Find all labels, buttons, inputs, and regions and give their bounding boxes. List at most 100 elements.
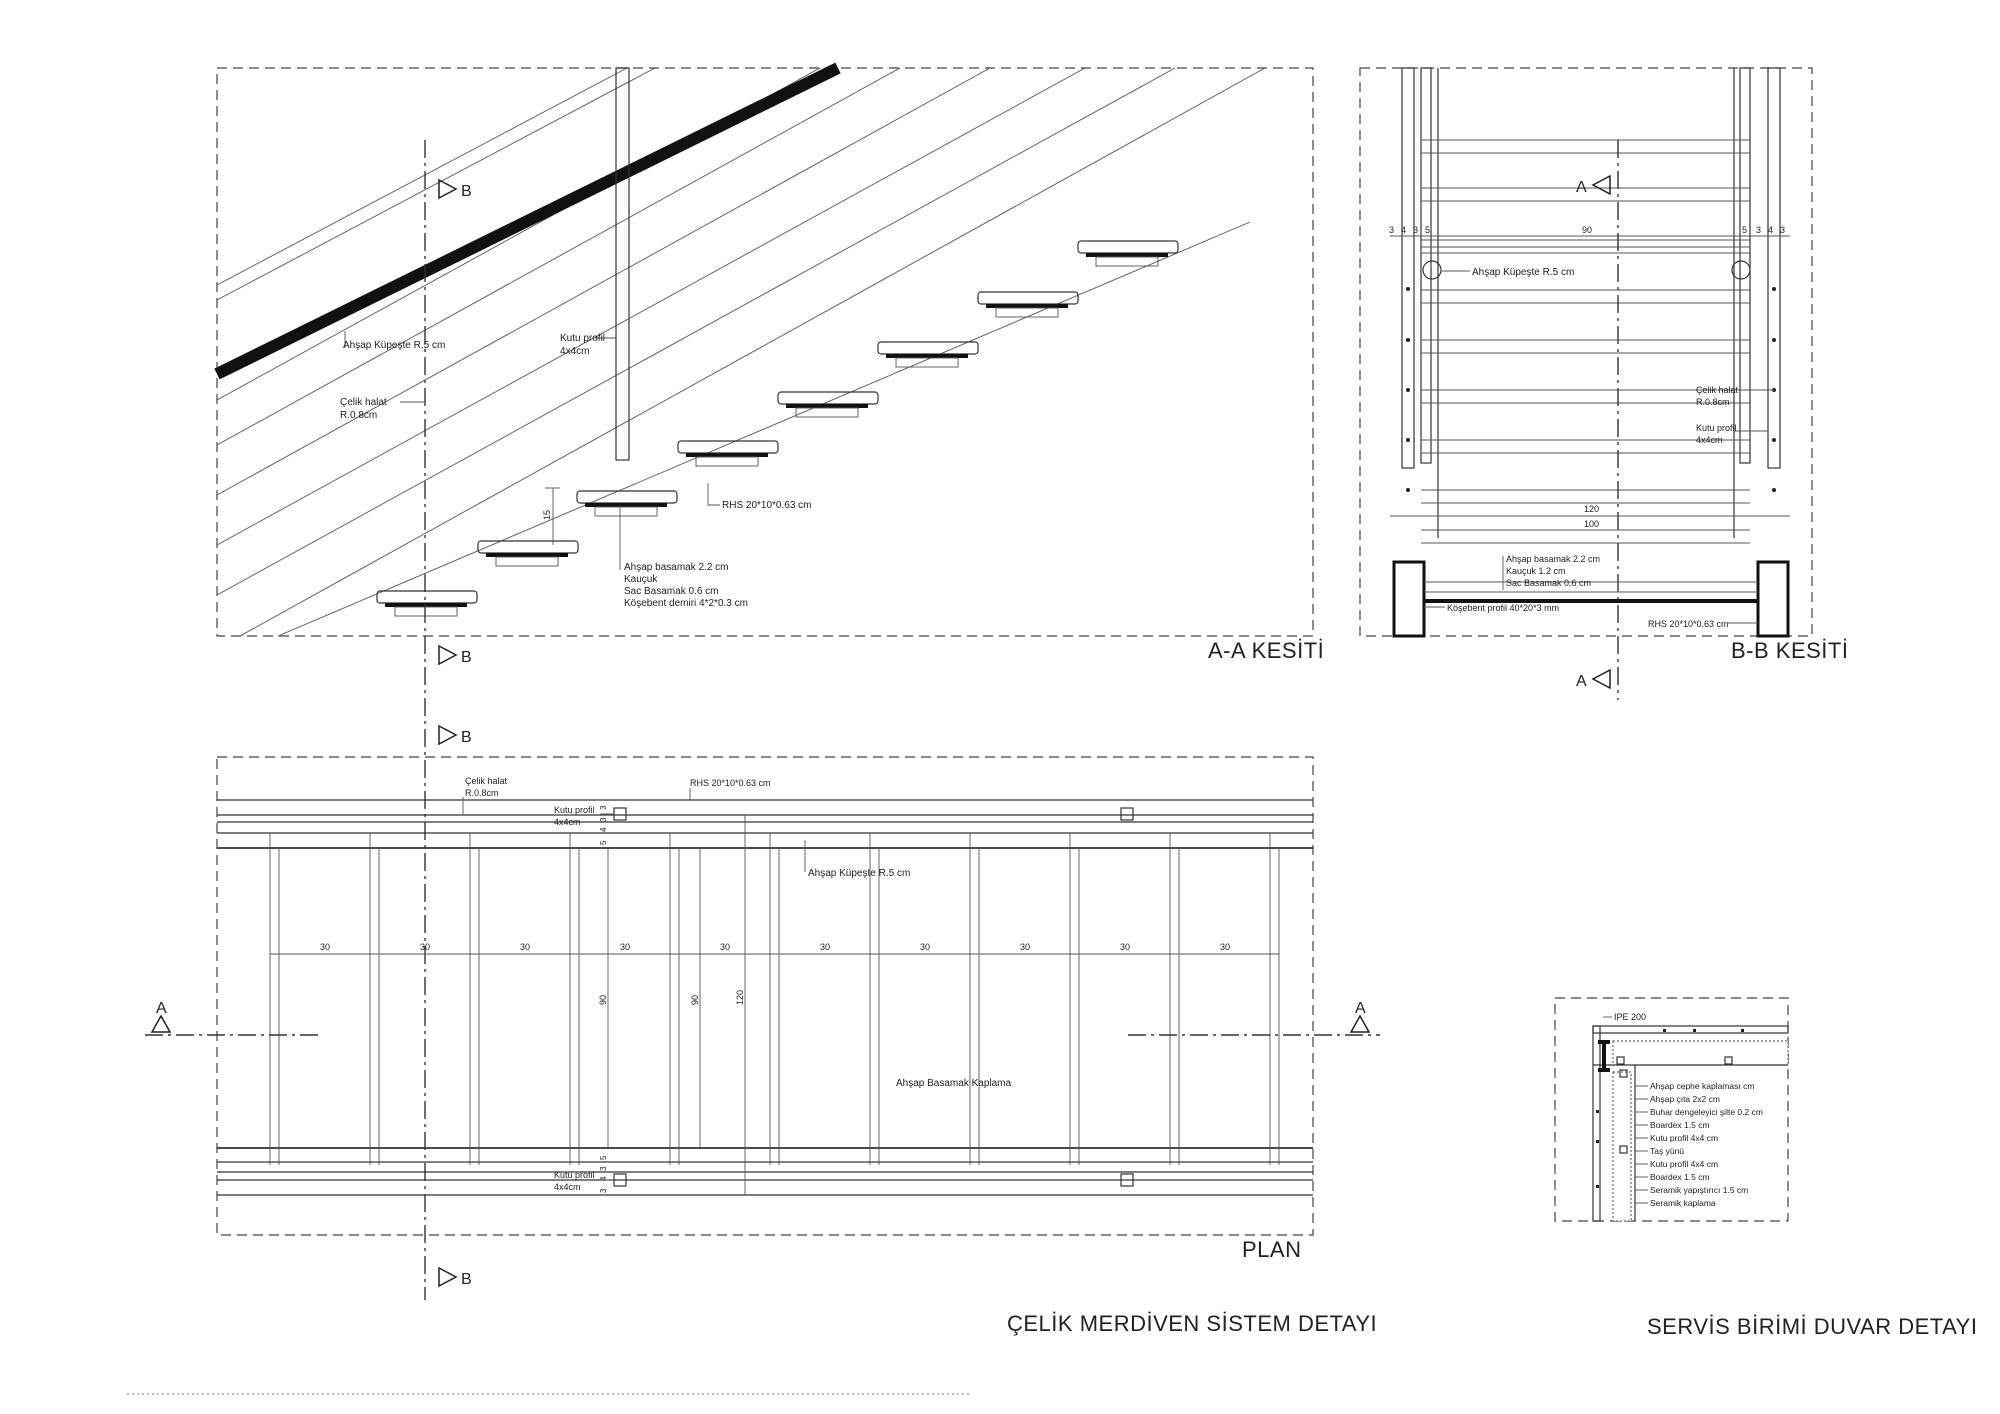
bb-treads [1421,139,1750,544]
svg-text:B: B [461,1271,472,1288]
svg-text:3: 3 [1780,225,1785,235]
svg-text:4: 4 [1768,225,1773,235]
svg-text:30: 30 [920,942,930,952]
bb-dim-100: 100 [1584,519,1599,529]
plan-post-top-1 [613,807,627,821]
wall-label-ipe: IPE 200 [1614,1012,1646,1022]
bb-rhs-right [1756,560,1790,638]
svg-text:B: B [461,649,472,666]
svg-text:30: 30 [320,942,330,952]
plan-small-dims-top: 3 3 4 5 [599,805,608,845]
svg-text:4: 4 [1401,225,1406,235]
plan-dim-90a: 90 [598,995,608,1005]
section-bb-frame [1359,67,1813,637]
svg-text:4: 4 [599,827,608,832]
svg-text:3: 3 [599,1166,608,1171]
plan-label-kutu-b2: 4x4cm [554,1182,581,1192]
bb-rhs-left [1392,560,1426,638]
wall-layer: Seramik kaplama [1650,1198,1716,1208]
plan-step-columns [269,833,1280,1165]
wall-layer: Ahşap cephe kaplaması cm [1650,1081,1754,1091]
svg-text:30: 30 [620,942,630,952]
svg-text:30: 30 [1120,942,1130,952]
wall-layer: Ahşap çıta 2x2 cm [1650,1094,1720,1104]
svg-text:3: 3 [599,817,608,822]
plan-dim-120: 120 [735,990,745,1005]
bb-dim-120: 120 [1584,504,1599,514]
wall-layer: Boardex 1.5 cm [1650,1172,1710,1182]
plan-label-kupeste: Ahşap Küpeşte R.5 cm [808,868,910,879]
bb-label-step-3: Sac Basamak 0.6 cm [1506,578,1591,588]
plan-title: PLAN [1242,1237,1301,1262]
plan-frame [216,756,1314,1236]
bb-marker-a-top: A [1576,174,1611,196]
wall-layer: Kutu profil 4x4 cm [1650,1133,1718,1143]
svg-text:3: 3 [599,1188,608,1193]
plan-label-halat-2: R.0.8cm [465,788,499,798]
wall-layer: Buhar dengeleyici şilte 0.2 cm [1650,1107,1763,1117]
svg-text:3: 3 [1756,225,1761,235]
wall-layer: Taş yünü [1650,1146,1684,1156]
svg-text:A: A [1576,673,1587,690]
wall-detail: IPE 200 Ahşap cephe kaplaması cm Ahşap ç… [1554,997,1789,1222]
bb-handrail-left [1422,260,1442,280]
plan-label-kutu-b1: Kutu profil [554,1170,595,1180]
svg-text:3: 3 [599,805,608,810]
aa-label-kupeste: Ahşap Küpeşte R.5 cm [343,340,445,351]
plan-marker-a-right: A [1349,1000,1371,1033]
caption-wall-detail: SERVİS BİRİMİ DUVAR DETAYI [1647,1314,1977,1339]
svg-text:30: 30 [520,942,530,952]
bb-label-step-1: Ahşap basamak 2.2 cm [1506,554,1600,564]
caption-stair-detail: ÇELİK MERDİVEN SİSTEM DETAYI [1007,1311,1377,1336]
plan-label-rhs: RHS 20*10*0.63 cm [690,778,771,788]
svg-text:3: 3 [1413,225,1418,235]
plan-label-kutu-2: 4x4cm [554,817,581,827]
aa-steel-cables [216,67,1266,637]
aa-label-rhs: RHS 20*10*0.63 cm [722,500,812,511]
bb-label-rhs: RHS 20*10*0.63 cm [1648,619,1729,629]
plan-marker-b-bottom: B [438,1266,472,1288]
wall-layer: Boardex 1.5 cm [1650,1120,1710,1130]
bb-label-kosebent: Köşebent profil 40*20*3 mm [1447,603,1559,613]
section-bb: 3 4 3 5 90 5 3 4 3 A A [1359,67,1848,700]
svg-text:30: 30 [820,942,830,952]
plan-small-dims-bot: 5 3 4 3 [599,1155,608,1193]
aa-steps [376,240,1179,617]
plan-marker-a-left: A [150,1000,172,1033]
aa-leaders [344,331,720,570]
svg-text:5: 5 [1425,225,1430,235]
svg-text:30: 30 [720,942,730,952]
svg-text:A: A [1355,1000,1366,1017]
plan-rails [217,799,1313,1196]
plan-spacing-dims: 30 30 30 30 30 30 30 30 30 30 [320,942,1230,952]
aa-dim-15: 15 [542,510,552,520]
aa-handrail [214,62,841,380]
wall-layer-list: Ahşap cephe kaplaması cm Ahşap çıta 2x2 … [1650,1081,1763,1208]
svg-text:4: 4 [599,1176,608,1181]
plan-view: 30 30 30 30 30 30 30 30 30 30 90 90 120 … [145,724,1380,1288]
section-aa-frame [216,67,1314,637]
aa-marker-b-bottom: B [438,644,472,666]
plan-label-kutu-1: Kutu profil [554,805,595,815]
section-bb-title: B-B KESİTİ [1731,638,1848,663]
bb-cable-dots [1406,287,1776,492]
bb-dims-top: 3 4 3 5 90 5 3 4 3 [1389,225,1785,235]
svg-text:5: 5 [599,1155,608,1160]
svg-text:B: B [461,183,472,200]
plan-label-kaplama: Ahşap Basamak Kaplama [896,1078,1012,1089]
aa-label-step-4: Köşebent demiri 4*2*0.3 cm [624,598,748,609]
bb-label-kupeste: Ahşap Küpeşte R.5 cm [1472,267,1574,278]
aa-label-kutu-2: 4x4cm [560,346,589,357]
wall-detail-frame [1554,997,1789,1222]
bb-label-step-2: Kauçuk 1.2 cm [1506,566,1566,576]
aa-label-step-2: Kauçuk [624,574,658,585]
aa-label-step-1: Ahşap basamak 2.2 cm [624,562,729,573]
bb-label-halat-1: Çelik halat [1696,385,1739,395]
svg-text:30: 30 [1020,942,1030,952]
svg-text:30: 30 [1220,942,1230,952]
svg-text:A: A [1576,179,1587,196]
aa-label-halat-2: R.0.8cm [340,410,377,421]
bb-label-kutu-2: 4x4cm [1696,435,1723,445]
svg-text:5: 5 [1742,225,1747,235]
